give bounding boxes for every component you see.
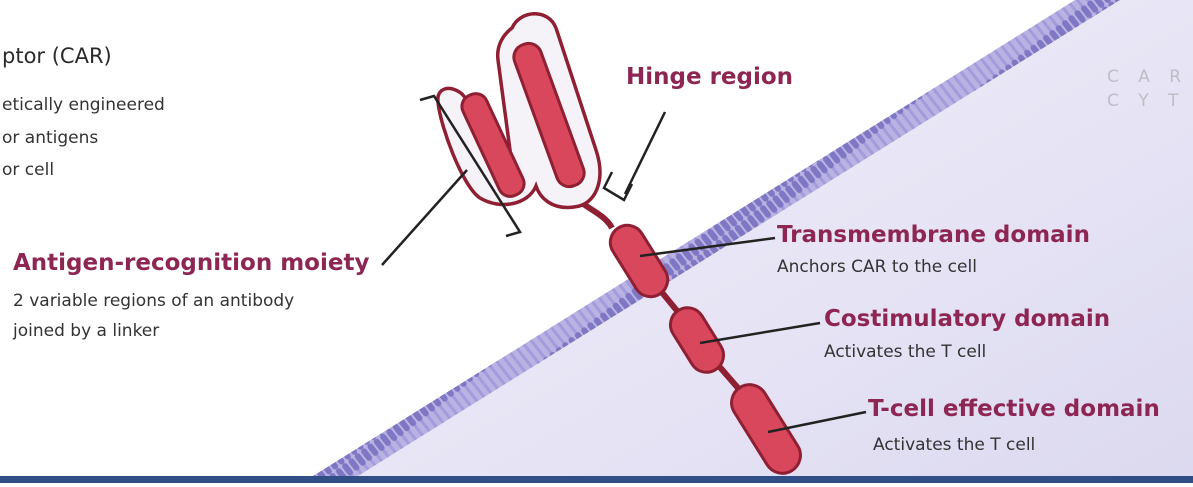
hinge-region-heading: Hinge region — [626, 64, 793, 90]
antigen-leader-line — [382, 170, 467, 265]
intro-line-3: or cell — [2, 161, 54, 181]
intro-line-1: etically engineered — [2, 96, 165, 116]
costimulatory-heading: Costimulatory domain — [824, 306, 1110, 332]
intro-title: ptor (CAR) — [2, 44, 112, 68]
antigen-desc-1: 2 variable regions of an antibody — [13, 292, 294, 312]
hinge-leader-line — [625, 112, 665, 194]
transmembrane-desc: Anchors CAR to the cell — [777, 258, 977, 278]
costimulatory-desc: Activates the T cell — [824, 343, 986, 363]
effective-desc: Activates the T cell — [873, 436, 1035, 456]
side-text-1: C A R T — [1107, 68, 1193, 88]
side-text-2: C Y T O — [1107, 92, 1193, 112]
bottom-bar — [0, 476, 1193, 483]
transmembrane-heading: Transmembrane domain — [777, 222, 1090, 248]
intro-line-2: or antigens — [2, 129, 98, 149]
effective-heading: T-cell effective domain — [868, 396, 1160, 422]
antigen-desc-2: joined by a linker — [13, 322, 159, 342]
antigen-heading: Antigen-recognition moiety — [13, 250, 369, 276]
